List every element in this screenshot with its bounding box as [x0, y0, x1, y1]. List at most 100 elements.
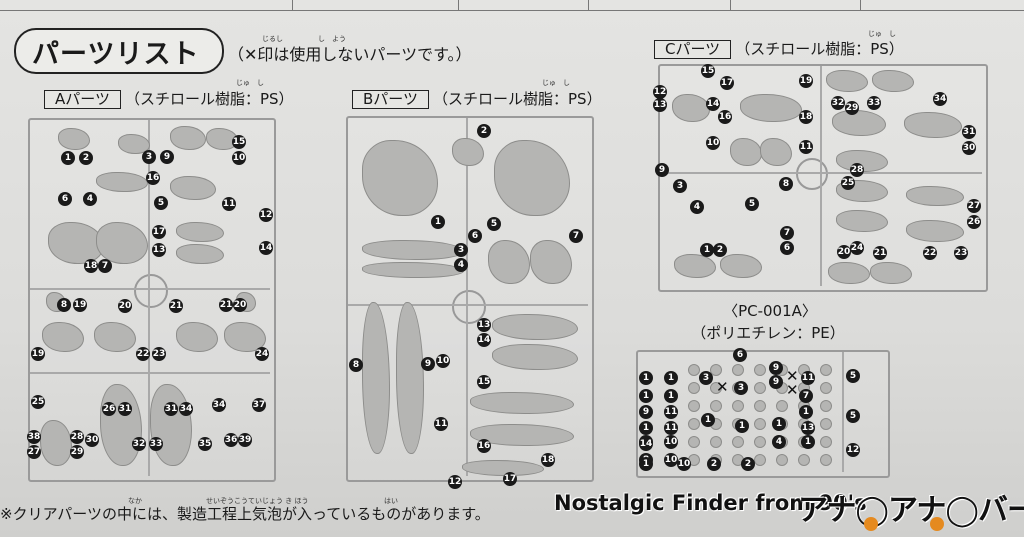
plastic-part [94, 322, 136, 352]
part-number-pc: 9 [769, 361, 783, 375]
part-number-pc: 11 [664, 405, 678, 419]
part-number-b: 7 [569, 229, 583, 243]
part-number-a: 31 [164, 402, 178, 416]
plastic-part [760, 138, 792, 166]
part-number-a: 13 [152, 243, 166, 257]
part-number-pc: 1 [664, 371, 678, 385]
part-number-pc: 9 [639, 405, 653, 419]
polycap [688, 382, 700, 394]
part-number-b: 1 [431, 215, 445, 229]
part-number-a: 5 [154, 196, 168, 210]
polycap [820, 382, 832, 394]
part-number-a: 36 [224, 433, 238, 447]
part-number-pc: 5 [846, 409, 860, 423]
plastic-part [740, 94, 802, 122]
part-number-a: 29 [70, 445, 84, 459]
runner-c-hub [796, 158, 828, 190]
plastic-part [42, 322, 84, 352]
part-number-c: 25 [841, 176, 855, 190]
plastic-part [58, 128, 90, 150]
polycap [820, 418, 832, 430]
part-number-c: 26 [967, 215, 981, 229]
plastic-part [48, 222, 104, 264]
part-number-a: 39 [238, 433, 252, 447]
part-number-c: 34 [933, 92, 947, 106]
polycap [732, 364, 744, 376]
polycap [688, 364, 700, 376]
part-number-a: 28 [70, 430, 84, 444]
part-number-a: 20 [118, 299, 132, 313]
part-number-a: 1 [61, 151, 75, 165]
part-number-pc: 1 [801, 435, 815, 449]
watermark-japanese: アナ◯アナ◯バー [798, 493, 1024, 528]
plastic-part [870, 262, 912, 284]
plastic-part [826, 70, 868, 92]
part-number-a: 26 [102, 402, 116, 416]
runner-c-ruby: じゅ し [868, 30, 896, 38]
plastic-part [828, 262, 870, 284]
plastic-part [488, 240, 530, 284]
polycap [754, 400, 766, 412]
runner-c-bar-v [820, 66, 822, 286]
runner-b-box: Bパーツ [352, 90, 429, 109]
part-number-c: 5 [745, 197, 759, 211]
part-number-c: 13 [653, 98, 667, 112]
part-number-b: 12 [448, 475, 462, 489]
runner-b-material: （スチロール樹脂：PS） [433, 90, 602, 108]
part-number-pc: 2 [707, 457, 721, 471]
polycap [776, 400, 788, 412]
part-number-a: 18 [84, 259, 98, 273]
part-number-pc: 14 [639, 437, 653, 451]
polycap [732, 436, 744, 448]
part-number-pc: 2 [741, 457, 755, 471]
polycap [754, 382, 766, 394]
part-number-b: 14 [477, 333, 491, 347]
part-number-pc: 1 [701, 413, 715, 427]
polycap [820, 436, 832, 448]
part-number-c: 31 [962, 125, 976, 139]
part-number-a: 31 [118, 402, 132, 416]
part-number-b: 9 [421, 357, 435, 371]
part-number-a: 38 [27, 430, 41, 444]
plastic-part [176, 322, 218, 352]
part-number-a: 21 [219, 298, 233, 312]
part-number-c: 30 [962, 141, 976, 155]
part-number-a: 35 [198, 437, 212, 451]
part-number-pc: 3 [699, 371, 713, 385]
runner-a-label: Aパーツ（スチロール樹脂：PS） [44, 88, 294, 109]
part-number-c: 10 [706, 136, 720, 150]
footer-ruby-3: はい [384, 497, 398, 505]
plastic-part [96, 222, 148, 264]
part-number-pc: 9 [769, 375, 783, 389]
polycap [776, 454, 788, 466]
part-number-pc: 1 [639, 371, 653, 385]
plastic-part [836, 210, 888, 232]
part-number-c: 20 [837, 245, 851, 259]
runner-a-bar [30, 288, 270, 290]
plastic-part [362, 302, 390, 454]
watermark-logo: Nostalgic Finder from 90's アナ◯アナ◯バー [546, 487, 1024, 537]
plastic-part [904, 112, 962, 138]
unused-mark: ✕ [786, 367, 799, 385]
plastic-part [470, 424, 574, 446]
plastic-part [492, 344, 578, 370]
polycap [688, 418, 700, 430]
part-number-b: 17 [503, 472, 517, 486]
unused-mark: ✕ [786, 381, 799, 399]
plastic-part [362, 140, 438, 216]
part-number-c: 16 [718, 110, 732, 124]
runner-a-ruby: じゅ し [236, 79, 264, 87]
part-number-a: 25 [31, 395, 45, 409]
part-number-a: 15 [232, 135, 246, 149]
part-number-c: 4 [690, 200, 704, 214]
part-number-c: 7 [780, 226, 794, 240]
plastic-part [674, 254, 716, 278]
part-number-a: 37 [252, 398, 266, 412]
part-number-pc: 3 [734, 381, 748, 395]
plastic-part [176, 222, 224, 242]
part-number-c: 27 [967, 199, 981, 213]
part-number-pc: 7 [799, 389, 813, 403]
part-number-b: 10 [436, 354, 450, 368]
part-number-c: 9 [655, 163, 669, 177]
part-number-c: 14 [706, 97, 720, 111]
